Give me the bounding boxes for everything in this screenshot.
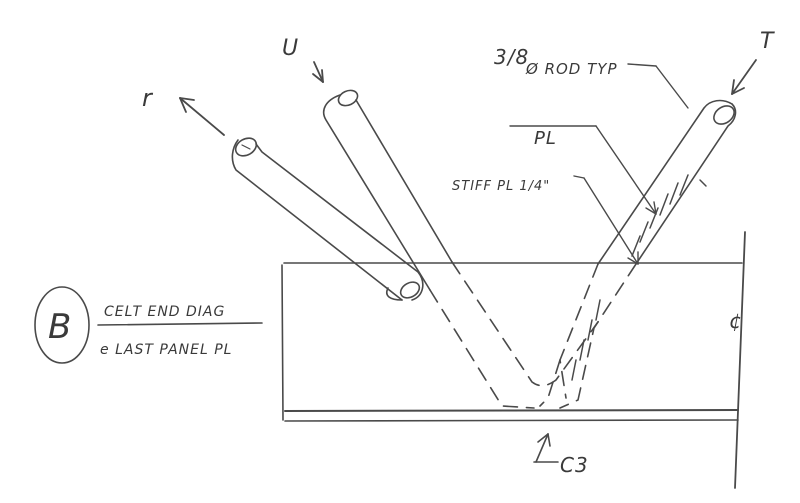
detail-id: B [48,307,72,347]
rod-note-text: Ø ROD TYP [525,60,618,78]
rod-note-leader [627,63,689,109]
label-member-r: r [142,84,154,112]
rod-note-fraction: 3/8 [494,45,529,69]
rod-u [322,89,599,409]
rod-r [231,137,424,301]
arrow-r [179,97,225,136]
detail-line-1: CELT END DIAG [104,304,225,320]
panel-plate [281,262,743,422]
label-member-t: T [760,29,775,54]
plate-callout-leader [509,125,657,215]
section-mark: C3 [560,453,589,477]
plate-callout: PL [534,128,557,149]
detail-line-2: e LAST PANEL PL [100,342,232,358]
stiffener-hatch [571,174,707,381]
stiff-note-leader [573,175,639,265]
arrow-t [731,59,757,95]
label-member-u: U [282,36,299,61]
stiff-note: STIFF PL 1/4" [452,179,550,194]
detail-bubble [34,286,263,364]
arrow-u [312,61,324,83]
right-edge-line [734,231,746,489]
section-arrow [533,433,559,463]
rod-t [539,99,737,409]
centerline-mark: ¢ [729,309,743,333]
rod-note: 3/8 Ø ROD TYP [494,45,618,78]
